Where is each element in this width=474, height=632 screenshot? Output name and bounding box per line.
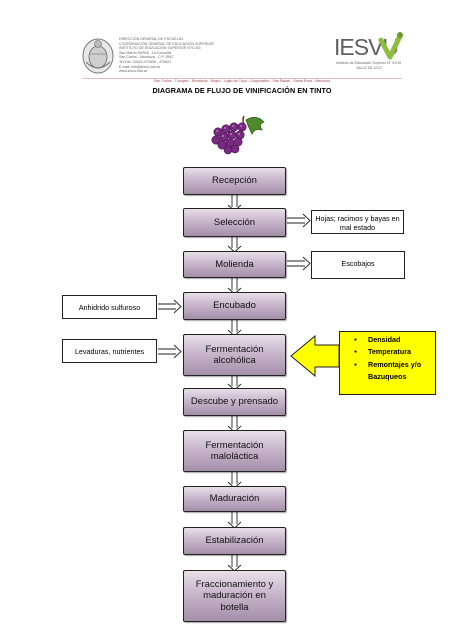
output-label: Escobajos <box>341 259 375 268</box>
header-line: COORDINACIÓN GENERAL DE EDUCACIÓN SUPERI… <box>119 41 214 46</box>
control-item: Remontajes y/o Bazuqueos <box>354 359 431 384</box>
iesvu-logo: IESVU Instituto de Educación Superior N°… <box>332 30 406 76</box>
step-recepcion: Recepción <box>183 167 286 195</box>
arrow-estabilizacion-fraccionamiento <box>227 555 242 572</box>
step-label: Estabilización <box>205 535 264 547</box>
output-label: Hojas; racimos y bayas en mal estado <box>315 214 400 232</box>
header-line: Tel-Fax: 02622-470698 - 470821 <box>119 59 172 64</box>
step-fermentacion-alcoholica: Fermentación alcohólica <box>183 334 286 376</box>
header-line: DIRECCIÓN GENERAL DE ESCUELAS <box>119 37 184 41</box>
arrow-from-levaduras <box>158 344 182 359</box>
header-divider <box>82 78 402 79</box>
step-seleccion: Selección <box>183 208 286 237</box>
input-label: Anhidrido sulfuroso <box>78 302 141 312</box>
step-label: Encubado <box>213 300 256 312</box>
step-label: Fermentación alcohólica <box>205 343 264 367</box>
step-label: Fermentación maloláctica <box>205 439 264 463</box>
step-label: Maduración <box>209 493 260 505</box>
arrow-seleccion-molienda <box>227 237 242 253</box>
header-line: E-mail: info@iesvu.edu.ar <box>119 64 161 69</box>
header-line: www.iesvu.edu.ar <box>119 69 148 74</box>
output-escobajos: Escobajos <box>311 251 405 279</box>
arrow-from-anhidrido <box>158 299 182 314</box>
output-hojas: Hojas; racimos y bayas en mal estado <box>311 210 404 234</box>
input-label: Levaduras, nutrientes <box>74 346 145 356</box>
control-item: Densidad <box>354 334 431 347</box>
logo-subtitle-2: VALLE DE UCO <box>356 66 382 70</box>
coat-of-arms-icon <box>82 38 114 74</box>
input-anhidrido: Anhidrido sulfuroso <box>62 295 157 319</box>
logo-subtitle: Instituto de Educación Superior N° 9-015 <box>336 61 402 65</box>
arrow-maduracion-estabilizacion <box>227 512 242 529</box>
step-label: Recepción <box>212 175 257 187</box>
header-address: DIRECCIÓN GENERAL DE ESCUELAS COORDINACI… <box>119 37 214 74</box>
grapes-icon <box>211 115 265 155</box>
step-maduracion: Maduración <box>183 486 286 512</box>
step-descube-prensado: Descube y prensado <box>183 388 286 416</box>
header: DIRECCIÓN GENERAL DE ESCUELAS COORDINACI… <box>0 0 474 100</box>
step-label: Fraccionamiento y maduración en botella <box>195 578 274 613</box>
step-label: Molienda <box>215 258 254 270</box>
step-label: Descube y prensado <box>190 396 279 408</box>
step-fraccionamiento: Fraccionamiento y maduración en botella <box>183 570 286 622</box>
input-levaduras: Levaduras, nutrientes <box>62 339 157 363</box>
control-arrow <box>290 334 340 378</box>
header-line: INSTITUTO DE EDUCACIÓN SUPERIOR N°9-015 <box>119 46 201 51</box>
control-parameters: Densidad Temperatura Remontajes y/o Bazu… <box>339 331 436 395</box>
header-line: San Carlos - Mendoza - C.P. 5567 <box>119 55 174 60</box>
arrow-to-hojas <box>287 213 311 228</box>
arrow-to-escobajos <box>287 256 311 271</box>
header-line: San Martín 95/918 - La Consulta <box>119 50 171 55</box>
diagram-title: DIAGRAMA DE FLUJO DE VINIFICACIÓN EN TIN… <box>152 86 332 95</box>
step-encubado: Encubado <box>183 292 286 320</box>
step-molienda: Molienda <box>183 251 286 278</box>
logo-mark-icon <box>378 32 403 60</box>
step-fermentacion-malolactica: Fermentación maloláctica <box>183 430 286 472</box>
header-locations: San Carlos - Tunuyán - Rivadavia - Maipú… <box>153 79 331 83</box>
step-label: Selección <box>213 216 256 228</box>
step-estabilizacion: Estabilización <box>183 527 286 555</box>
control-item: Temperatura <box>354 346 431 359</box>
